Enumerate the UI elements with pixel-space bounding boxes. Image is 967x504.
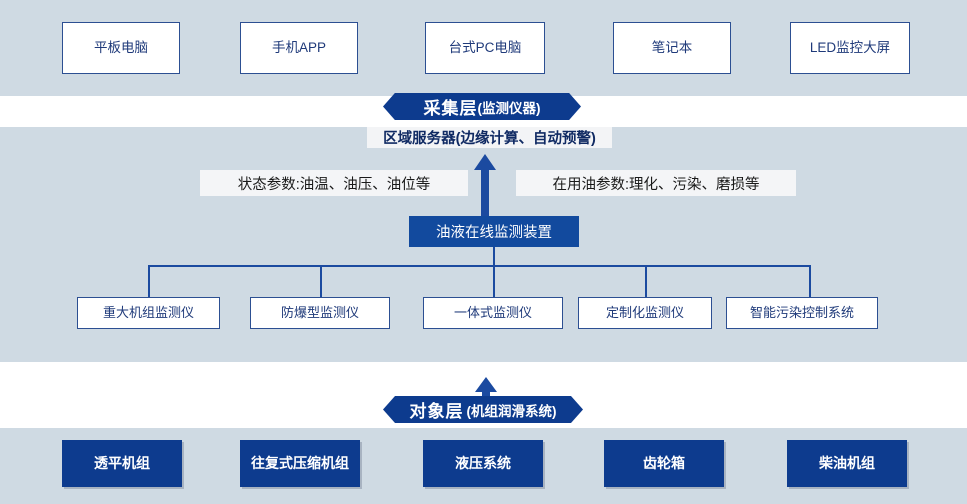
- object-node-5[interactable]: 柴油机组: [787, 440, 907, 487]
- terminal-node-4-label: 笔记本: [651, 40, 693, 56]
- regional-server-label: 区域服务器(边缘计算、自动预警): [367, 127, 612, 148]
- object-node-2-label: 往复式压缩机组: [251, 455, 349, 472]
- connector-drop-3: [493, 265, 495, 298]
- instrument-node-3[interactable]: 一体式监测仪: [423, 297, 563, 329]
- param-callout-oil-label: 在用油参数:理化、污染、磨损等: [552, 176, 760, 193]
- object-layer-banner-subtitle: (机组润滑系统): [466, 403, 557, 419]
- terminal-node-1-label: 平板电脑: [94, 40, 148, 56]
- regional-server-text: 区域服务器(边缘计算、自动预警): [383, 131, 596, 147]
- instrument-node-1-label: 重大机组监测仪: [102, 304, 194, 320]
- object-node-2[interactable]: 往复式压缩机组: [240, 440, 360, 487]
- connector-device-stem: [493, 247, 495, 266]
- terminal-node-4[interactable]: 笔记本: [613, 22, 731, 74]
- connector-drop-5: [809, 265, 811, 298]
- instrument-node-2[interactable]: 防爆型监测仪: [250, 297, 390, 329]
- terminal-node-2[interactable]: 手机APP: [240, 22, 358, 74]
- param-callout-state: 状态参数:油温、油压、油位等: [200, 170, 468, 196]
- terminal-node-3[interactable]: 台式PC电脑: [425, 22, 545, 74]
- param-callout-state-label: 状态参数:油温、油压、油位等: [237, 176, 431, 193]
- instrument-node-5[interactable]: 智能污染控制系统: [726, 297, 878, 329]
- object-node-1-label: 透平机组: [94, 455, 150, 472]
- object-node-3[interactable]: 液压系统: [423, 440, 543, 487]
- object-node-1[interactable]: 透平机组: [62, 440, 182, 487]
- connector-drop-2: [320, 265, 322, 298]
- connector-drop-4: [645, 265, 647, 298]
- object-node-5-label: 柴油机组: [819, 455, 875, 472]
- terminal-node-2-label: 手机APP: [271, 40, 326, 56]
- object-layer-banner-title: 对象层: [409, 402, 464, 421]
- instrument-node-4-label: 定制化监测仪: [605, 304, 684, 320]
- object-node-4-label: 齿轮箱: [643, 455, 685, 472]
- instrument-node-3-label: 一体式监测仪: [453, 304, 532, 320]
- arrow-up-icon-collection: [474, 154, 496, 216]
- terminal-node-1[interactable]: 平板电脑: [62, 22, 180, 74]
- online-oil-monitoring-device-label: 油液在线监测装置: [436, 225, 552, 241]
- terminal-node-5[interactable]: LED监控大屏: [790, 22, 910, 74]
- object-layer-banner: 对象层 (机组润滑系统): [383, 396, 583, 423]
- instrument-node-4[interactable]: 定制化监测仪: [578, 297, 712, 329]
- instrument-node-1[interactable]: 重大机组监测仪: [77, 297, 220, 329]
- connector-bus: [148, 265, 810, 267]
- connector-drop-1: [148, 265, 150, 298]
- object-node-4[interactable]: 齿轮箱: [604, 440, 724, 487]
- online-oil-monitoring-device[interactable]: 油液在线监测装置: [409, 216, 579, 247]
- terminal-node-5-label: LED监控大屏: [809, 40, 891, 56]
- collection-layer-banner: 采集层 (监测仪器): [383, 93, 581, 120]
- instrument-node-5-label: 智能污染控制系统: [749, 304, 854, 320]
- collection-layer-banner-title: 采集层: [423, 99, 478, 118]
- param-callout-oil: 在用油参数:理化、污染、磨损等: [516, 170, 796, 196]
- instrument-node-2-label: 防爆型监测仪: [280, 304, 359, 320]
- object-node-3-label: 液压系统: [455, 455, 511, 472]
- collection-layer-banner-subtitle: (监测仪器): [477, 100, 541, 116]
- arrow-up-icon-object: [475, 377, 497, 405]
- terminal-node-3-label: 台式PC电脑: [448, 40, 522, 56]
